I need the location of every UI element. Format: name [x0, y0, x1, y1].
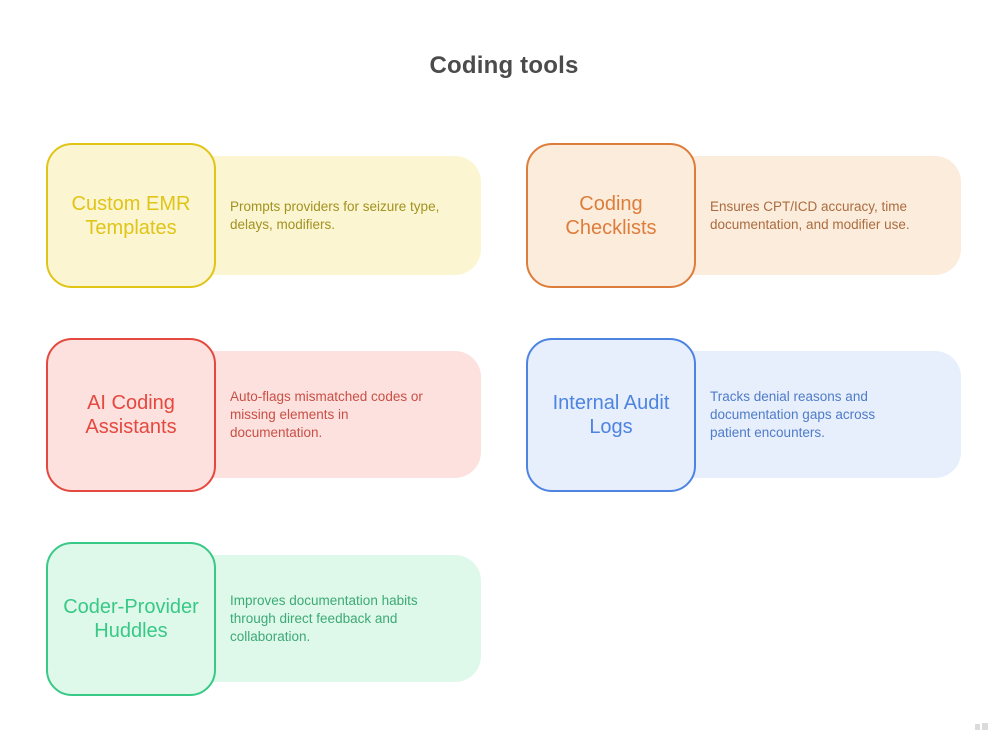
card-title-box: Coder-Provider Huddles: [46, 542, 216, 696]
card-title: Coder-Provider Huddles: [63, 596, 199, 642]
card-description: Prompts providers for seizure type, dela…: [230, 198, 440, 232]
card-title: AI Coding Assistants: [85, 392, 177, 438]
watermark-icon: [975, 722, 989, 730]
card-description: Tracks denial reasons and documentation …: [710, 388, 876, 440]
page-title: Coding tools: [429, 52, 579, 79]
card-title: Custom EMR Templates: [71, 192, 191, 239]
card-title-box: AI Coding Assistants: [46, 338, 216, 492]
card-title-box: Coding Checklists: [526, 143, 696, 288]
card-description: Auto-flags mismatched codes or missing e…: [230, 388, 423, 440]
card-title-box: Internal Audit Logs: [526, 338, 696, 492]
card-title: Internal Audit Logs: [552, 392, 670, 438]
card-title: Coding Checklists: [565, 192, 657, 239]
card-title-box: Custom EMR Templates: [46, 143, 216, 288]
card-description: Ensures CPT/ICD accuracy, time documenta…: [710, 198, 910, 232]
card-description: Improves documentation habits through di…: [230, 592, 418, 644]
